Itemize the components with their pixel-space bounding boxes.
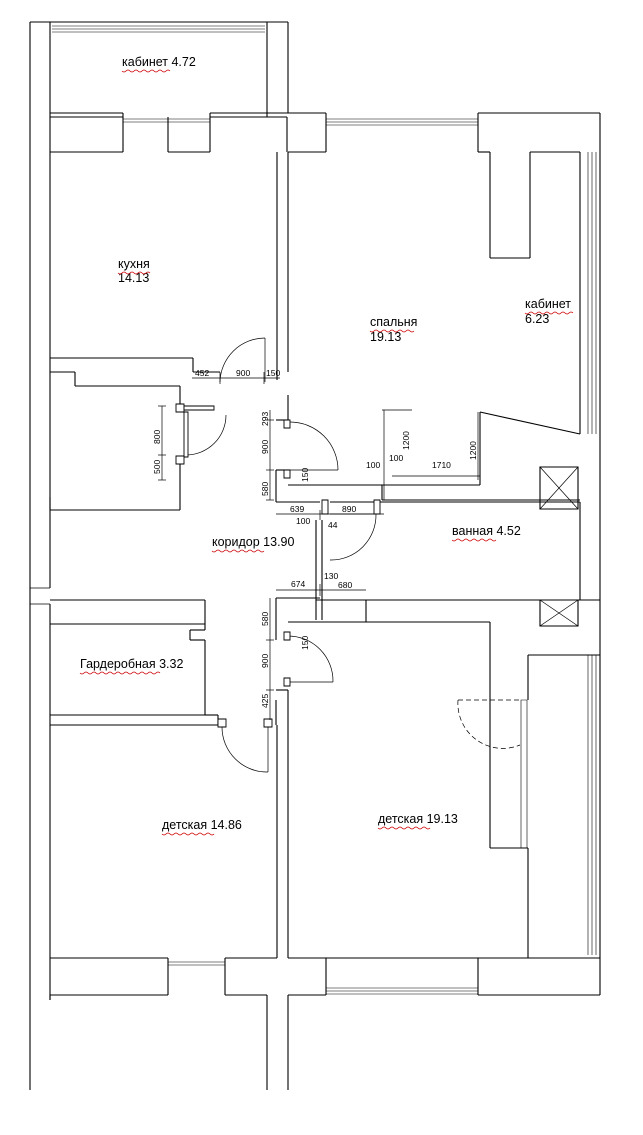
- label-study-right-area: 6.23: [525, 312, 549, 326]
- dim-150-bot: 150: [300, 636, 310, 650]
- label-kids-left: детская 14.86: [162, 818, 242, 832]
- dim-100-a: 100: [296, 516, 310, 526]
- dim-1200-b: 1200: [468, 441, 478, 460]
- label-bedroom-name: спальня: [370, 315, 417, 329]
- spellcheck-underlines: [80, 70, 573, 835]
- dim-425: 425: [260, 694, 270, 708]
- dim-150-mid: 150: [300, 468, 310, 482]
- label-kitchen-name: кухня: [118, 257, 150, 271]
- dim-293: 293: [260, 412, 270, 426]
- dim-900-mid: 900: [260, 440, 270, 454]
- dim-580-top: 580: [260, 482, 270, 496]
- dim-680: 680: [338, 580, 352, 590]
- dim-890: 890: [342, 504, 356, 514]
- dimension-labels: 452 900 150 293 800 500 900 150 580 639 …: [152, 368, 478, 708]
- dimension-lines: [158, 372, 480, 720]
- dim-1710: 1710: [432, 460, 451, 470]
- dim-150-top: 150: [266, 368, 280, 378]
- dim-800: 800: [152, 430, 162, 444]
- dim-100-c: 100: [389, 453, 403, 463]
- label-bathroom: ванная 4.52: [452, 524, 521, 538]
- dim-44: 44: [328, 520, 338, 530]
- room-labels: кабинет 4.72 кухня 14.13 спальня 19.13 к…: [80, 55, 571, 832]
- label-bedroom-area: 19.13: [370, 330, 401, 344]
- windows: [52, 26, 596, 994]
- dim-674: 674: [291, 579, 305, 589]
- label-kitchen-area: 14.13: [118, 271, 149, 285]
- doors: [176, 338, 520, 772]
- label-wardrobe: Гардеробная 3.32: [80, 657, 183, 671]
- walls: [30, 22, 600, 1090]
- label-corridor: коридор 13.90: [212, 535, 294, 549]
- dim-452: 452: [195, 368, 209, 378]
- dim-1200-a: 1200: [401, 431, 411, 450]
- dim-900-bot: 900: [260, 654, 270, 668]
- dim-100-b: 100: [366, 460, 380, 470]
- dim-500: 500: [152, 460, 162, 474]
- label-kids-right: детская 19.13: [378, 812, 458, 826]
- label-study-top: кабинет 4.72: [122, 55, 196, 69]
- dim-900-top: 900: [236, 368, 250, 378]
- dim-639: 639: [290, 504, 304, 514]
- label-study-right-name: кабинет: [525, 297, 571, 311]
- dim-130: 130: [324, 571, 338, 581]
- dim-580-bot: 580: [260, 612, 270, 626]
